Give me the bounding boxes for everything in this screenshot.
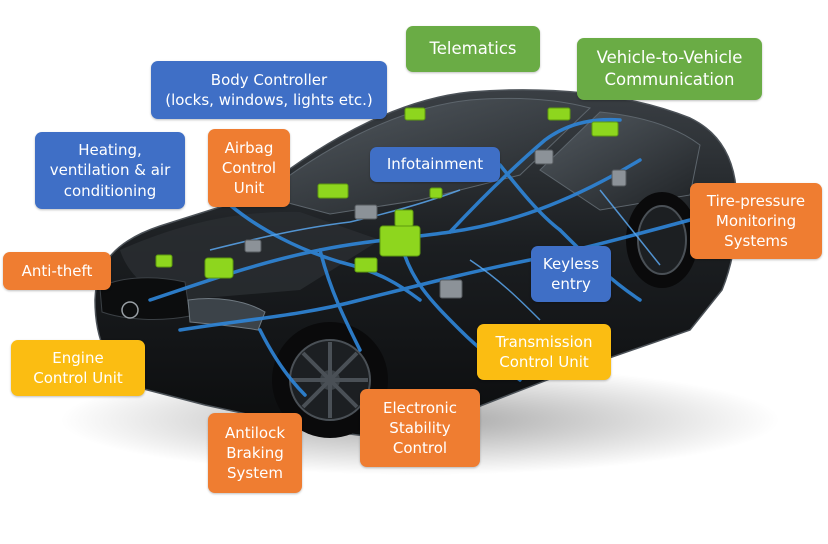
grille: [99, 277, 191, 320]
infotainment-label: Infotainment: [370, 147, 500, 182]
hvac-label: Heating, ventilation & air conditioning: [35, 132, 185, 209]
engine-control-unit-label: Engine Control Unit: [11, 340, 145, 396]
tire-pressure-monitoring-label: Tire-pressure Monitoring Systems: [690, 183, 822, 259]
airbag-control-unit-label: Airbag Control Unit: [208, 129, 290, 207]
transmission-control-unit-label: Transmission Control Unit: [477, 324, 611, 380]
body-controller-label: Body Controller (locks, windows, lights …: [151, 61, 387, 119]
antilock-braking-system-label: Antilock Braking System: [208, 413, 302, 493]
anti-theft-label: Anti-theft: [3, 252, 111, 290]
emblem: [121, 301, 139, 319]
keyless-entry-label: Keyless entry: [531, 246, 611, 302]
wiring-thin: [209, 189, 661, 321]
rear-wheel: [626, 192, 698, 288]
electronic-stability-control-label: Electronic Stability Control: [360, 389, 480, 467]
telematics-label: Telematics: [406, 26, 540, 72]
hood: [120, 211, 380, 300]
grey-modules: [244, 149, 627, 299]
control-modules: [155, 107, 619, 279]
v2v-communication-label: Vehicle-to-Vehicle Communication: [577, 38, 762, 100]
side-window: [539, 111, 701, 211]
